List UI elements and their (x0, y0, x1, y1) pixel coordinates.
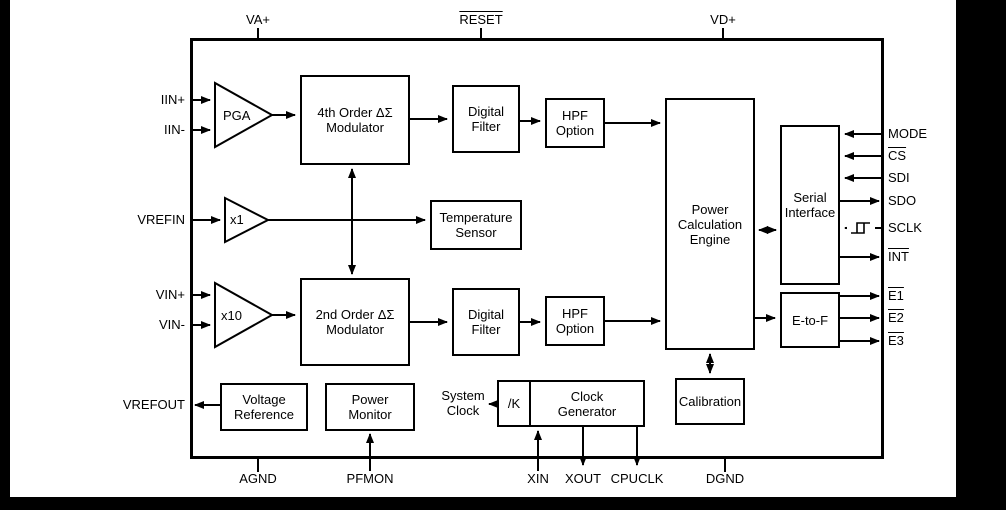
pin-iin-minus: IIN- (164, 122, 185, 137)
x10-label: x10 (221, 308, 242, 323)
block-label-line: Temperature (439, 210, 513, 225)
block-label-line: /K (507, 396, 521, 411)
x1-amp-triangle (224, 196, 271, 244)
pin-e2: E2 (888, 310, 904, 325)
block-label-line: Filter (471, 322, 501, 337)
block-digital-filter-top: Digital Filter (452, 85, 520, 153)
block-2nd-order-modulator: 2nd Order ΔΣ Modulator (300, 278, 410, 366)
block-label-line: Reference (234, 407, 294, 422)
block-hpf-option-bottom: HPF Option (545, 296, 605, 346)
pin-sdi: SDI (888, 170, 910, 185)
block-digital-filter-bottom: Digital Filter (452, 288, 520, 356)
block-calibration: Calibration (675, 378, 745, 425)
block-label-line: HPF (562, 108, 588, 123)
block-e-to-f: E-to-F (780, 292, 840, 348)
pin-reset: RESET (459, 12, 503, 27)
block-label-line: Filter (471, 119, 501, 134)
pin-xout: XOUT (564, 471, 602, 486)
block-label-line: Calibration (678, 394, 742, 409)
page-edge-bottom (0, 497, 1006, 510)
pin-va-plus: VA+ (246, 12, 270, 27)
x10-amp-triangle (214, 281, 275, 349)
block-label-line: Power (351, 392, 389, 407)
system-clock-line1: System (441, 388, 485, 403)
block-clock-generator: Clock Generator (529, 380, 645, 427)
schmitt-trigger-icon (847, 218, 875, 238)
block-label-line: Sensor (455, 225, 497, 240)
block-label-line: Interface (784, 205, 836, 220)
block-power-monitor: Power Monitor (325, 383, 415, 431)
block-label-line: Engine (689, 231, 731, 247)
block-label-line: Calculation (677, 216, 743, 232)
block-label-line: Option (555, 123, 595, 138)
block-label-line: Clock (570, 388, 604, 404)
pin-vin-minus: VIN- (159, 317, 185, 332)
pga-amp-triangle (214, 81, 275, 149)
x1-label: x1 (230, 212, 244, 227)
pin-dgnd: DGND (705, 471, 745, 486)
wires (190, 28, 884, 472)
pin-vd-plus: VD+ (710, 12, 736, 27)
pin-vrefout: VREFOUT (122, 397, 185, 412)
page-edge-left (0, 0, 10, 510)
block-label-line: E-to-F (791, 312, 829, 328)
block-label-line: Serial (793, 190, 827, 205)
block-label-line: Monitor (348, 407, 392, 422)
block-4th-order-modulator: 4th Order ΔΣ Modulator (300, 75, 410, 165)
block-label-line: HPF (562, 306, 588, 321)
block-label-line: Option (555, 321, 595, 336)
block-label-line: Modulator (326, 120, 384, 135)
pin-e1: E1 (888, 288, 904, 303)
block-label-line: 2nd Order ΔΣ (315, 307, 395, 322)
pin-sclk: SCLK (888, 220, 922, 235)
pin-cpuclk: CPUCLK (610, 471, 664, 486)
pin-iin-plus: IIN+ (160, 92, 185, 107)
block-label-line: Digital (467, 104, 505, 119)
pin-int: INT (888, 249, 909, 264)
block-serial-interface: Serial Interface (780, 125, 840, 285)
block-temperature-sensor: Temperature Sensor (430, 200, 522, 250)
pin-mode: MODE (888, 126, 927, 141)
pin-pfmon: PFMON (346, 471, 394, 486)
block-label-line: Modulator (326, 322, 384, 337)
block-label-line: Power (691, 201, 729, 217)
block-label-line: 4th Order ΔΣ (317, 105, 393, 120)
block-clock-divider: /K (497, 380, 531, 427)
pin-vrefin: VREFIN (137, 212, 185, 227)
pin-sdo: SDO (888, 193, 917, 208)
system-clock-line2: Clock (446, 403, 480, 418)
pin-vin-plus: VIN+ (155, 287, 185, 302)
block-hpf-option-top: HPF Option (545, 98, 605, 148)
block-label-line: Generator (557, 403, 617, 419)
page-edge-right (956, 0, 1006, 510)
pin-xin: XIN (527, 471, 549, 486)
pin-cs: CS (888, 148, 907, 163)
pga-label: PGA (223, 108, 251, 123)
system-clock-label: System Clock (441, 388, 484, 418)
block-voltage-reference: Voltage Reference (220, 383, 308, 431)
pin-e3: E3 (888, 333, 904, 348)
block-power-calculation-engine: Power Calculation Engine (665, 98, 755, 350)
block-label-line: Digital (467, 307, 505, 322)
pin-agnd: AGND (239, 471, 277, 486)
block-label-line: Voltage (242, 392, 286, 407)
